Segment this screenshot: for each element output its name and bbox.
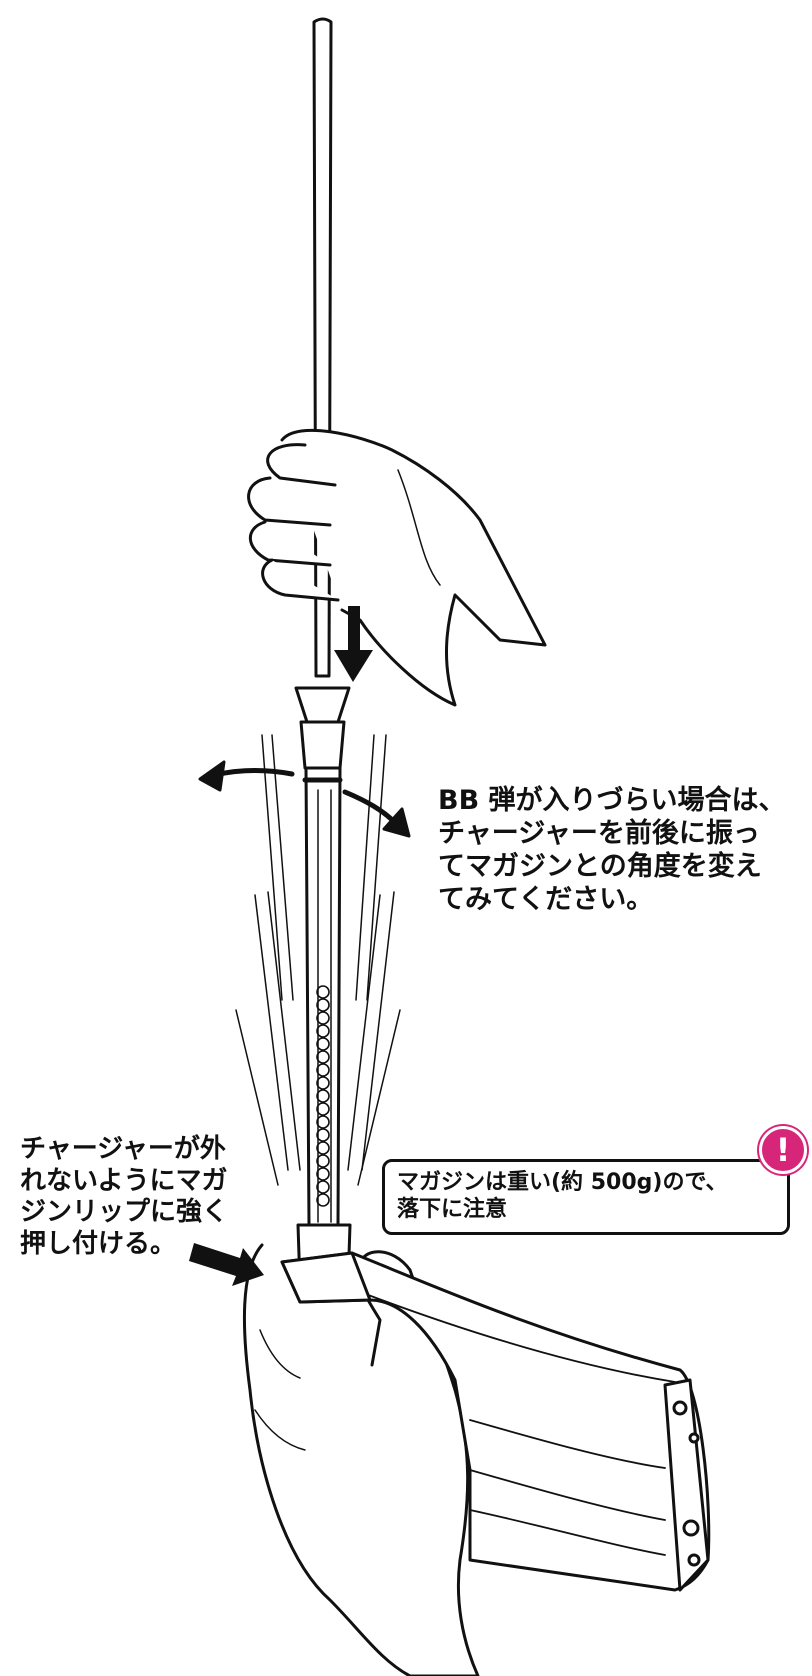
press-arrow-icon — [189, 1243, 264, 1286]
angle-adjust-note: BB 弾が入りづらい場合は、 チャージャーを前後に振っ てマガジンとの角度を変え… — [438, 785, 786, 917]
lower-hand — [242, 1243, 480, 1676]
upper-hand — [247, 428, 547, 707]
angle-adjust-note-line-2: チャージャーを前後に振っ — [438, 817, 760, 849]
press-instruction-line-1: チャージャーが外 — [20, 1134, 226, 1164]
press-instruction-note: チャージャーが外 れないようにマガ ジンリップに強く 押し付ける。 — [20, 1134, 228, 1261]
weight-warning-callout: マガジンは重い(約 500g)ので、 落下に注意 ! — [382, 1126, 807, 1235]
weight-warning-text: マガジンは重い(約 500g)ので、 落下に注意 — [397, 1170, 728, 1224]
push-down-arrow-icon — [334, 606, 373, 682]
shake-lines — [235, 734, 401, 1186]
angle-adjust-note-line-3: てマガジンとの角度を変え — [438, 850, 762, 882]
exclamation-icon: ! — [759, 1126, 807, 1174]
weight-warning-line-1: マガジンは重い(約 500g)ので、 — [397, 1170, 728, 1195]
loading-rod — [312, 17, 333, 678]
magazine — [280, 1251, 711, 1592]
angle-adjust-note-line-4: てみてください。 — [438, 883, 654, 915]
bb-pellets — [316, 985, 330, 1207]
swing-arrow-left-icon — [198, 760, 295, 792]
press-instruction-line-4: 押し付ける。 — [20, 1229, 177, 1260]
swing-arrow-right-icon — [342, 789, 411, 838]
bb-charger-tube — [294, 686, 352, 1287]
angle-adjust-note-line-1: BB 弾が入りづらい場合は、 — [438, 785, 786, 816]
press-instruction-line-3: ジンリップに強く — [20, 1197, 229, 1228]
weight-warning-line-2: 落下に注意 — [397, 1196, 508, 1222]
press-instruction-line-2: れないようにマガ — [20, 1165, 228, 1196]
